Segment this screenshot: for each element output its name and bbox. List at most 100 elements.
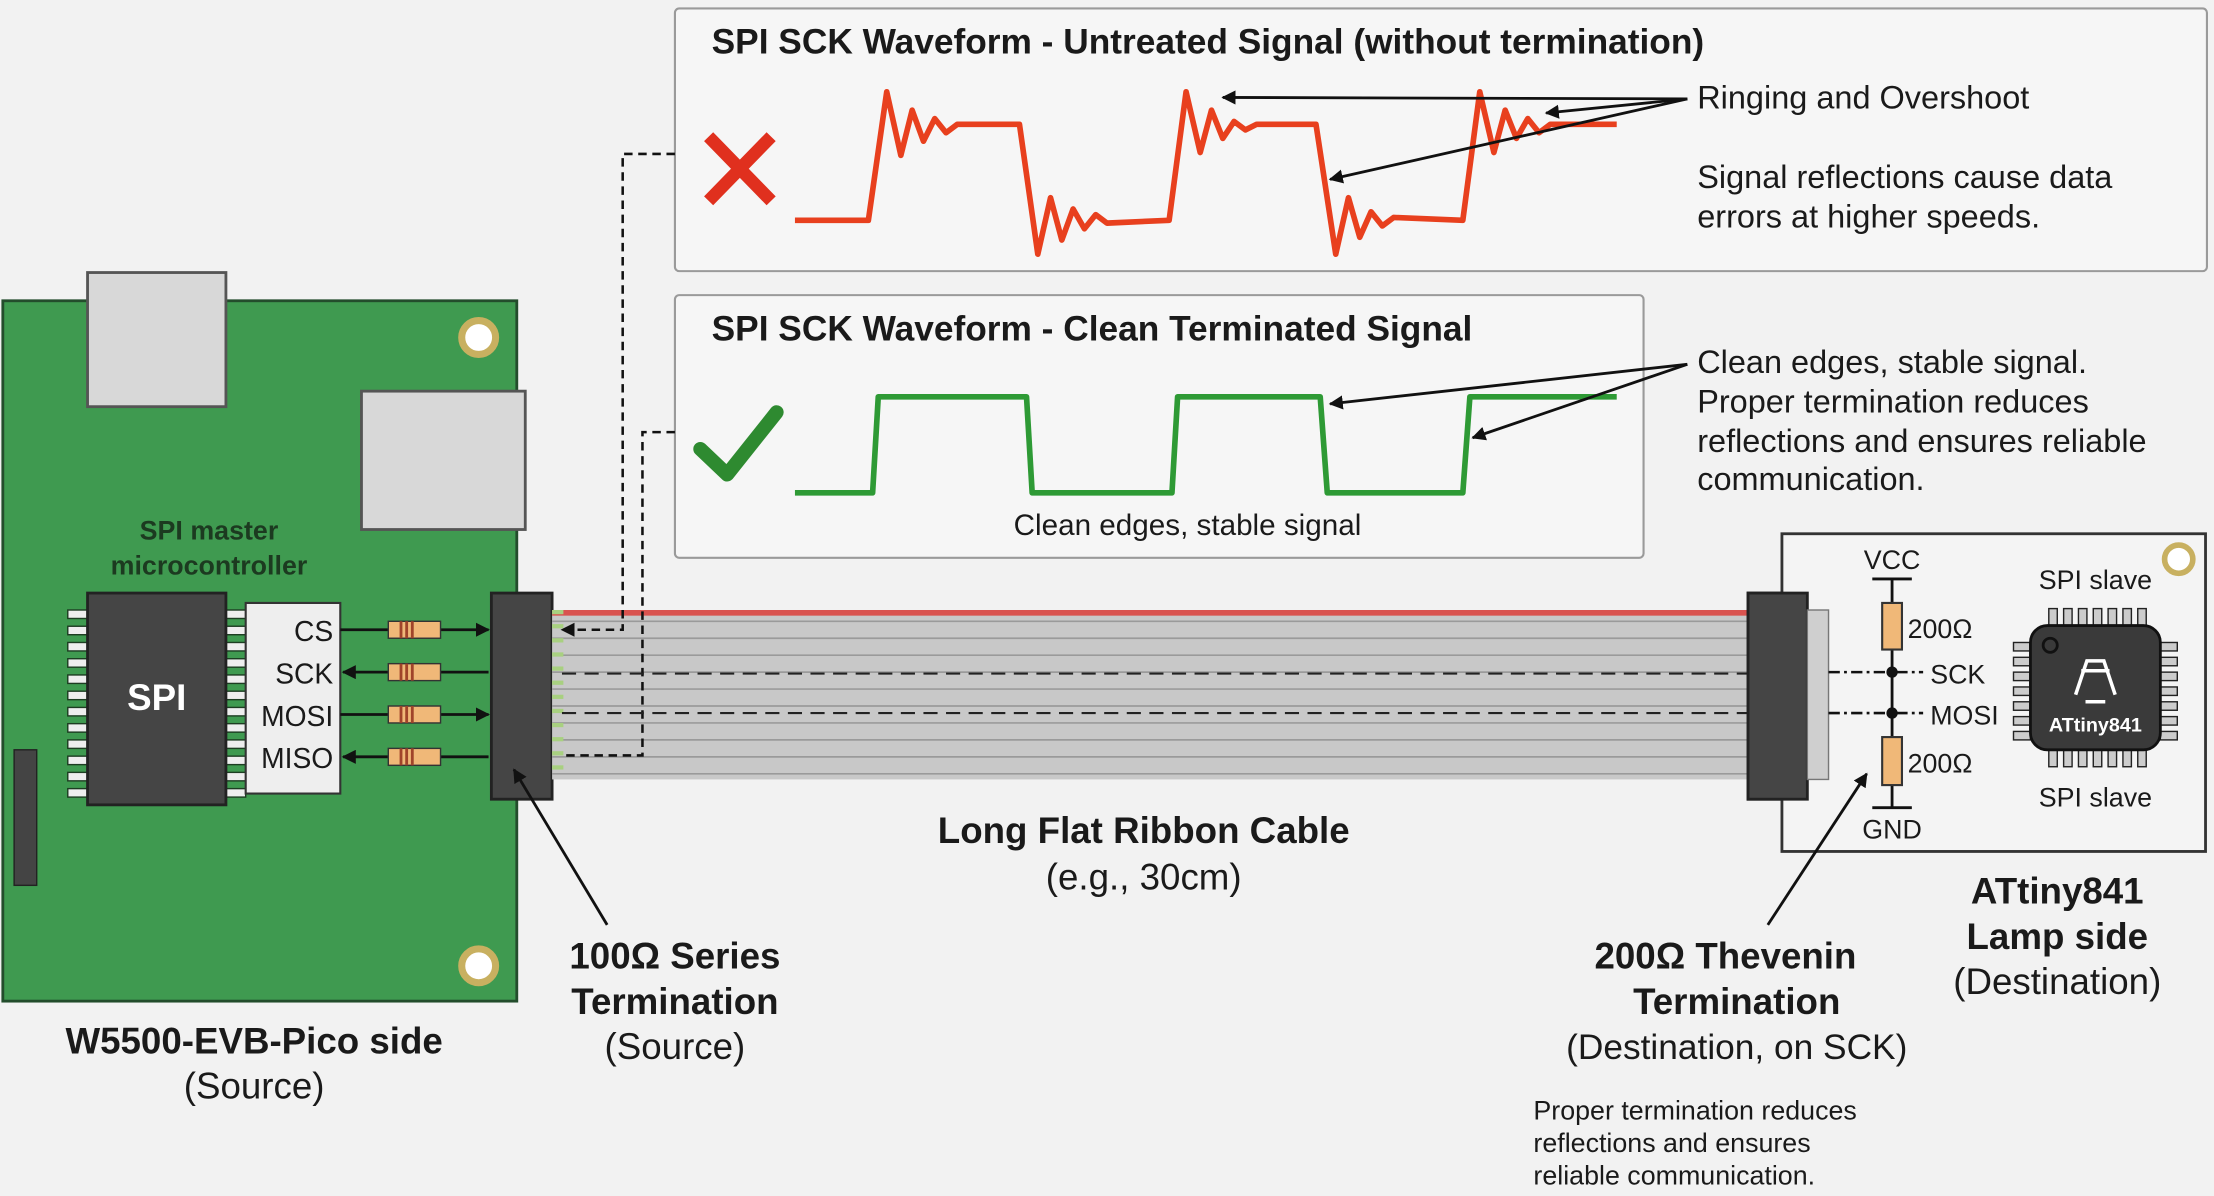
pin-label-miso: MISO (261, 742, 333, 774)
ethernet-connector (360, 389, 527, 531)
header-pin (552, 666, 564, 671)
resistor-band (399, 748, 403, 766)
pin-label-cs: CS (294, 615, 333, 647)
source-caption-sub: (Source) (184, 1066, 325, 1107)
chip-pin (2092, 749, 2103, 768)
resistor-band (399, 663, 403, 681)
header-pin (552, 610, 564, 615)
thevenin-sub: (Destination, on SCK) (1566, 1028, 1907, 1067)
clean-callout-line: Proper termination reduces (1697, 383, 2089, 419)
series-resistor (387, 705, 442, 724)
clean-callout-line: communication. (1697, 461, 1924, 497)
chip-pin (2159, 686, 2178, 697)
chip-pin (2159, 730, 2178, 741)
dest-caption: ATtiny841 (1971, 871, 2144, 912)
chip-pin (2159, 641, 2178, 652)
resistor-band (410, 621, 414, 639)
chip-pin (2159, 701, 2178, 711)
mounting-hole (458, 317, 500, 358)
chip-pin (67, 787, 89, 798)
chip-pin (2122, 749, 2133, 768)
dest-board: VCC 200Ω SCK MOSI 200Ω GND SPI slave SPI… (1746, 532, 2207, 853)
chip-pin (225, 739, 247, 750)
checkmark-icon (693, 405, 784, 482)
attiny-chip-label: ATtiny841 (2049, 714, 2142, 736)
chip-pin (67, 609, 89, 620)
clean-waveform-panel: SPI SCK Waveform - Clean Terminated Sign… (673, 294, 1645, 559)
header-pin (552, 722, 564, 728)
series-resistor (387, 747, 442, 767)
mosi-label: MOSI (1930, 700, 1999, 730)
spi-slave-label: SPI slave (2039, 782, 2152, 812)
chip-pin (67, 722, 89, 733)
pulldown-resistor (1881, 736, 1904, 787)
resistor-band (405, 621, 409, 639)
chip-pin (2077, 607, 2088, 627)
chip-pin (225, 787, 247, 798)
chip-pin (67, 625, 89, 636)
header-pin (552, 737, 564, 742)
mounting-hole (2161, 542, 2196, 577)
chip-pin (2062, 749, 2073, 768)
thevenin-label: 200Ω Thevenin (1594, 936, 1856, 977)
clean-signal-link (561, 430, 675, 757)
clean-caption: Clean edges, stable signal (1014, 509, 1362, 542)
pullup-resistor (1881, 601, 1904, 651)
usb-connector (86, 271, 228, 409)
dest-caption-sub: (Destination) (1953, 961, 2161, 1002)
chip-logo-icon (2073, 659, 2117, 704)
resistor-band (405, 748, 409, 766)
chip-pin (2077, 749, 2088, 768)
gnd-label: GND (1862, 815, 1922, 845)
chip-pin (67, 658, 89, 668)
chip-pin (225, 755, 247, 766)
chip-pin (225, 609, 247, 620)
cable-sub: (e.g., 30cm) (1046, 857, 1242, 898)
series-resistor (387, 620, 442, 639)
header-pin (552, 680, 564, 685)
chip-pin (2012, 656, 2032, 667)
chip-pin (225, 658, 247, 668)
chip-pin (2137, 607, 2147, 627)
spi-slave-label: SPI slave (2039, 565, 2152, 595)
resistor-band (410, 663, 414, 681)
untreated-note-line: errors at higher speeds. (1697, 198, 2040, 234)
series-resistor (387, 662, 442, 682)
chip-pin (2012, 641, 2032, 652)
x-mark-icon (704, 132, 776, 206)
vcc-label: VCC (1864, 545, 1921, 575)
footnote-line: reliable communication. (1533, 1161, 1815, 1191)
spi-chip-label: SPI (127, 677, 186, 718)
untreated-panel-title: SPI SCK Waveform - Untreated Signal (wit… (712, 23, 1705, 62)
sck-label: SCK (1930, 659, 1985, 689)
clean-callout-line: Clean edges, stable signal. (1697, 344, 2087, 380)
header-pin (552, 694, 564, 699)
attiny-chip (2029, 624, 2162, 752)
chip-pin (225, 706, 247, 717)
chip-pin (67, 739, 89, 750)
chip-pin (67, 755, 89, 766)
chip-pin (225, 690, 247, 701)
ribbon-cable (552, 610, 1749, 780)
chip-pin (2092, 607, 2103, 627)
chip-pin (67, 690, 89, 701)
chip-pin (225, 625, 247, 636)
chip-pin (2159, 656, 2178, 667)
header-pin (552, 708, 564, 714)
chip-pin (67, 706, 89, 717)
series-termination-label: 100Ω Series (569, 936, 780, 977)
chip-pin (2012, 671, 2032, 682)
header-pin (552, 624, 564, 629)
chip-pin (2048, 607, 2058, 627)
source-caption: W5500-EVB-Pico side (65, 1020, 442, 1061)
ringing-callout: Ringing and Overshoot (1697, 80, 2029, 116)
cable-label: Long Flat Ribbon Cable (938, 810, 1350, 851)
clean-callout-line: reflections and ensures reliable (1697, 423, 2146, 459)
footnote-line: Proper termination reduces (1533, 1096, 1856, 1126)
chip-pin (2012, 701, 2032, 711)
mounting-hole (458, 945, 500, 987)
chip-pin (2107, 749, 2118, 768)
resistor-band (399, 706, 403, 723)
untreated-signal-link (560, 152, 675, 637)
